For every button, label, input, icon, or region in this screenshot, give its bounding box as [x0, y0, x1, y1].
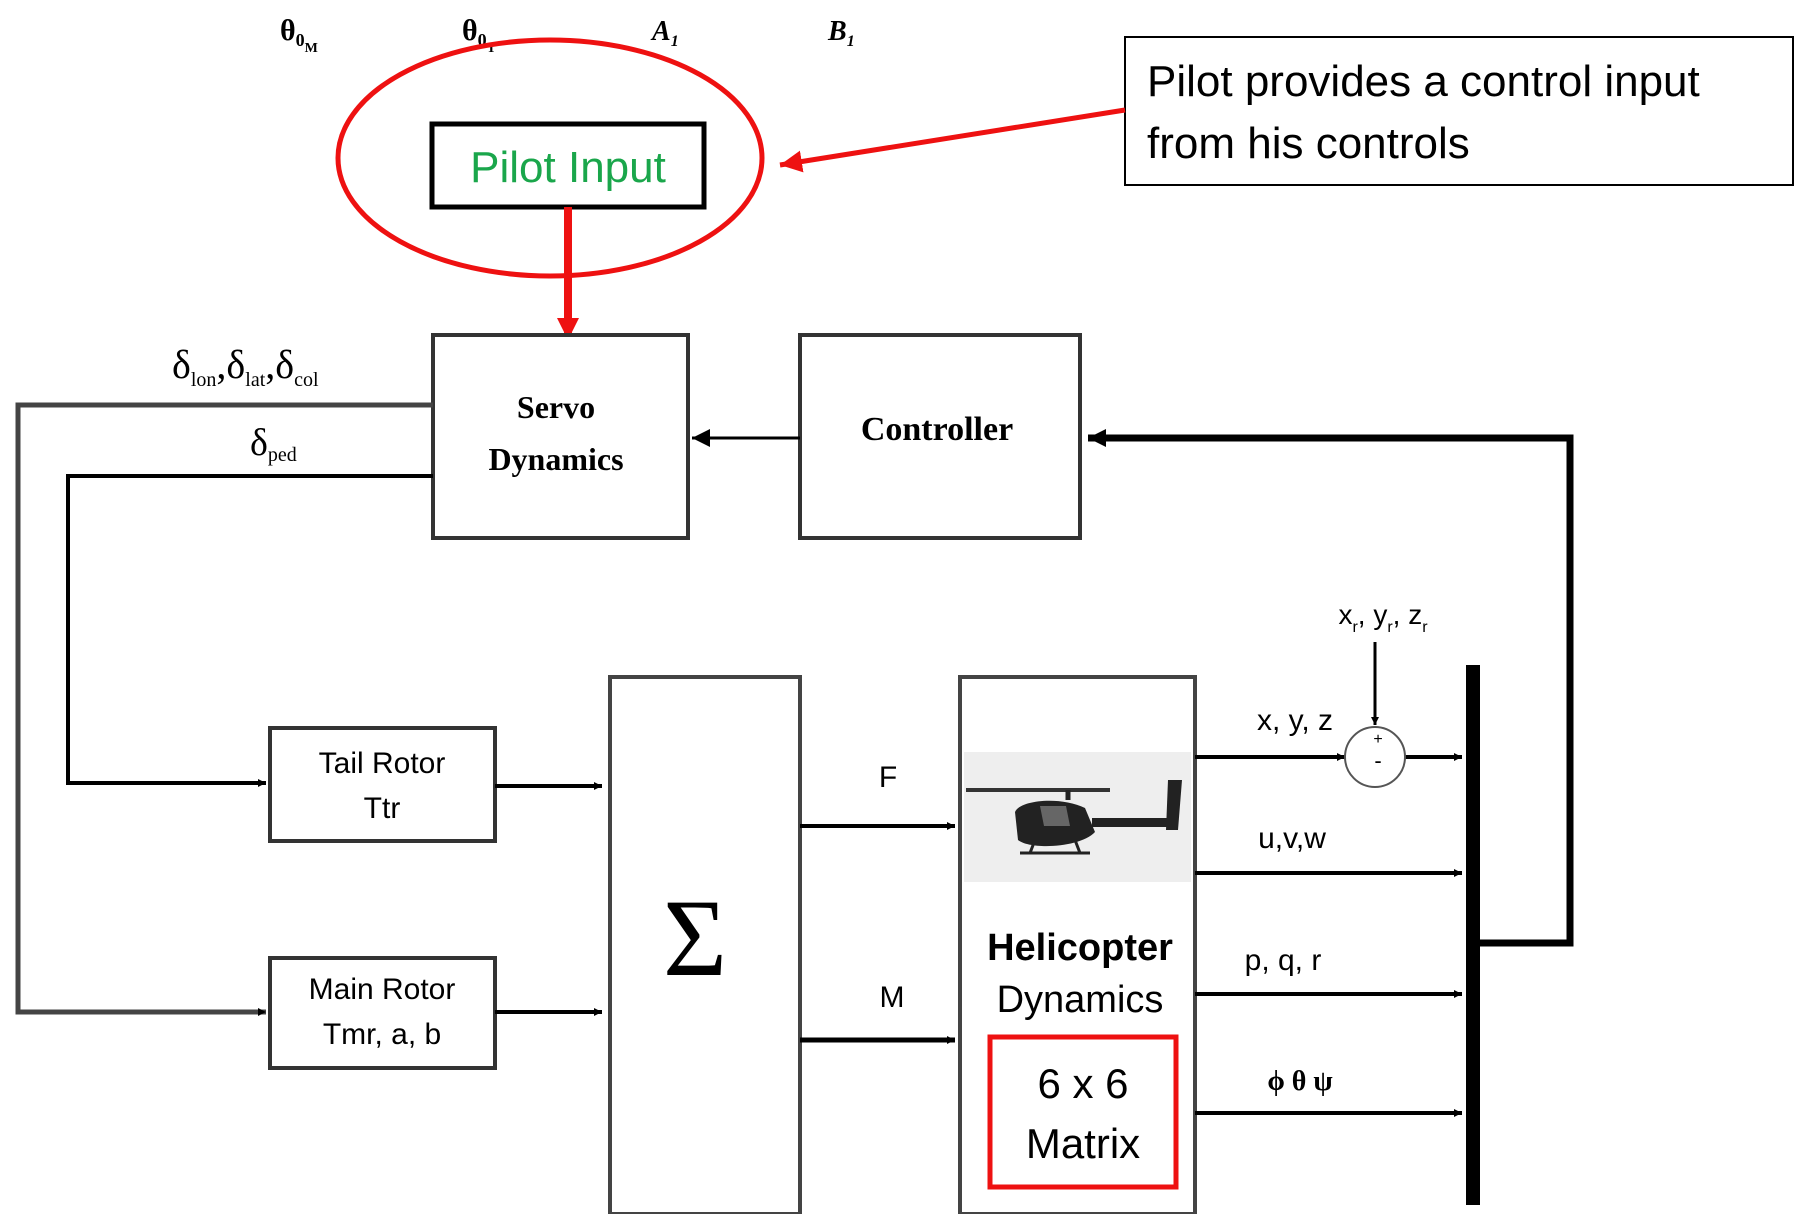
- a1-symbol: A1: [650, 16, 679, 50]
- servo-dynamics-box: [433, 335, 688, 538]
- output-uvw-label: u,v,w: [1258, 822, 1326, 855]
- tail-rotor-line1: Tail Rotor: [319, 747, 446, 780]
- output-pqr-label: p, q, r: [1245, 944, 1322, 977]
- servo-line2: Dynamics: [488, 441, 623, 477]
- moment-label: M: [880, 981, 905, 1014]
- output-bus-bar: [1466, 665, 1480, 1205]
- junction-plus: +: [1373, 731, 1382, 748]
- output-xyz-label: x, y, z: [1257, 704, 1333, 737]
- b1-symbol: B1: [827, 16, 855, 50]
- servo-to-main-rotor-line: [18, 405, 433, 1012]
- output-angles-label: ϕ θ ψ: [1267, 1066, 1332, 1097]
- pilot-input-label: Pilot Input: [470, 143, 666, 192]
- junction-minus: -: [1374, 748, 1381, 773]
- matrix-line2: Matrix: [1026, 1120, 1140, 1167]
- callout-line1: Pilot provides a control input: [1147, 57, 1700, 106]
- helicopter-line2: Dynamics: [997, 979, 1164, 1021]
- reference-label: xr, yr, zr: [1338, 599, 1428, 636]
- controller-label: Controller: [861, 411, 1013, 448]
- callout-arrow: [780, 110, 1125, 165]
- callout-line2: from his controls: [1147, 119, 1470, 168]
- force-label: F: [879, 761, 897, 794]
- sigma-symbol: Σ: [663, 877, 727, 999]
- servo-line1: Servo: [517, 389, 595, 425]
- theta-main-symbol: θ0M: [280, 14, 318, 56]
- delta-lon-lat-col-label: δlon,δlat,δcol: [172, 342, 319, 391]
- matrix-line1: 6 x 6: [1037, 1060, 1128, 1107]
- delta-ped-label: δped: [250, 422, 297, 466]
- main-rotor-line2: Tmr, a, b: [323, 1018, 441, 1051]
- tail-rotor-line2: Ttr: [364, 792, 401, 825]
- main-rotor-line1: Main Rotor: [309, 973, 456, 1006]
- helicopter-line1: Helicopter: [987, 927, 1173, 969]
